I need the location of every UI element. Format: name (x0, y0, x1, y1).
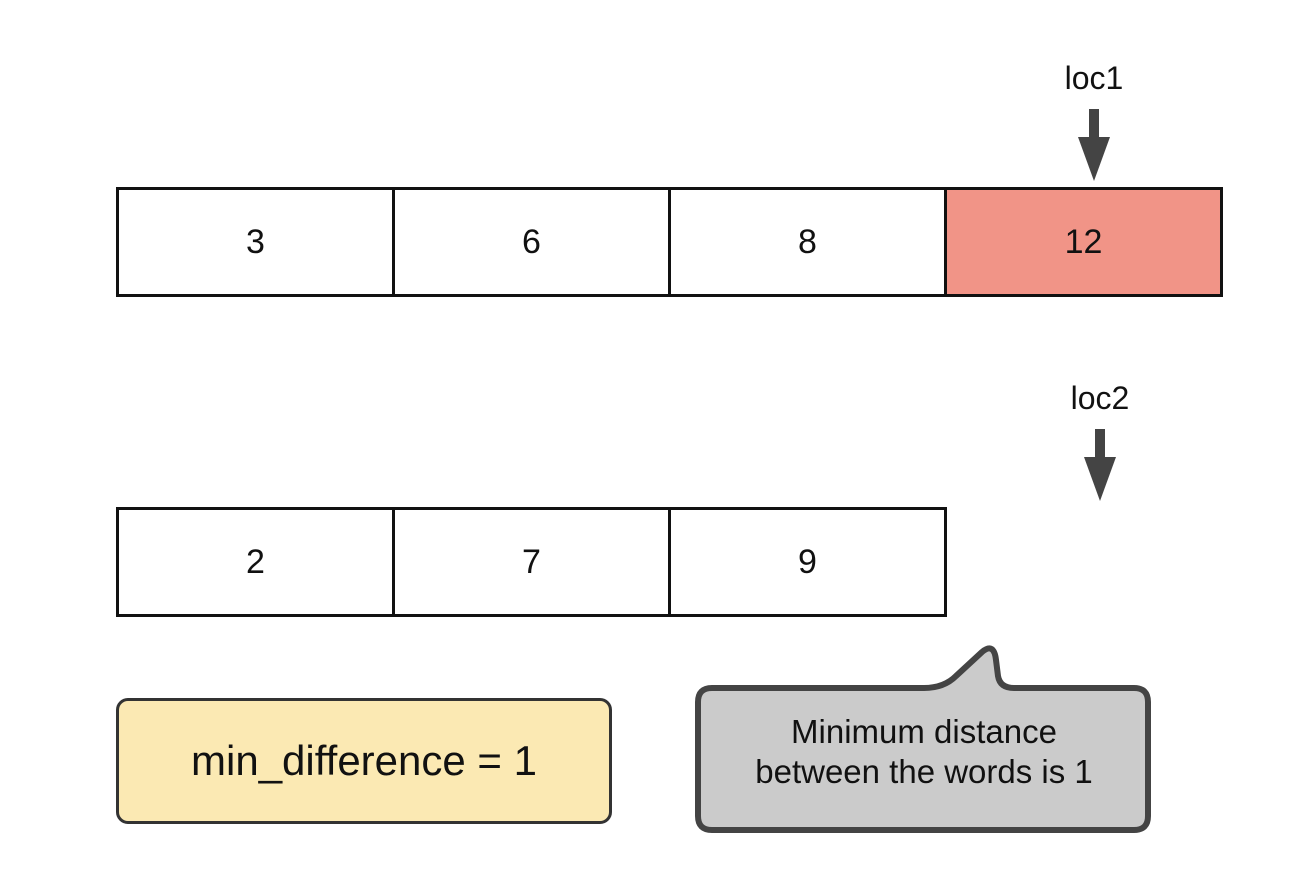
callout-shape (695, 645, 1151, 833)
loc2-pointer: loc2 (1040, 380, 1160, 507)
loc1-pointer: loc1 (1034, 60, 1154, 187)
array-cell: 9 (668, 507, 947, 617)
array-cell: 3 (116, 187, 395, 297)
array-cell: 2 (116, 507, 395, 617)
down-arrow-icon (1084, 429, 1116, 501)
callout-line: Minimum distance (791, 713, 1057, 750)
callout-bubble: Minimum distance between the words is 1 (694, 640, 1154, 840)
loc1-array: 3 6 8 12 (116, 187, 1223, 297)
loc2-array: 2 7 9 (116, 507, 947, 617)
callout-text: Minimum distance between the words is 1 (694, 712, 1154, 792)
array-cell: 8 (668, 187, 947, 297)
loc2-label: loc2 (1070, 380, 1130, 416)
array-cell: 7 (392, 507, 671, 617)
callout-line: between the words is 1 (755, 753, 1093, 790)
array-cell: 6 (392, 187, 671, 297)
loc1-label: loc1 (1064, 60, 1124, 96)
min-difference-box: min_difference = 1 (116, 698, 612, 824)
array-cell-highlighted: 12 (944, 187, 1223, 297)
down-arrow-icon (1078, 109, 1110, 181)
